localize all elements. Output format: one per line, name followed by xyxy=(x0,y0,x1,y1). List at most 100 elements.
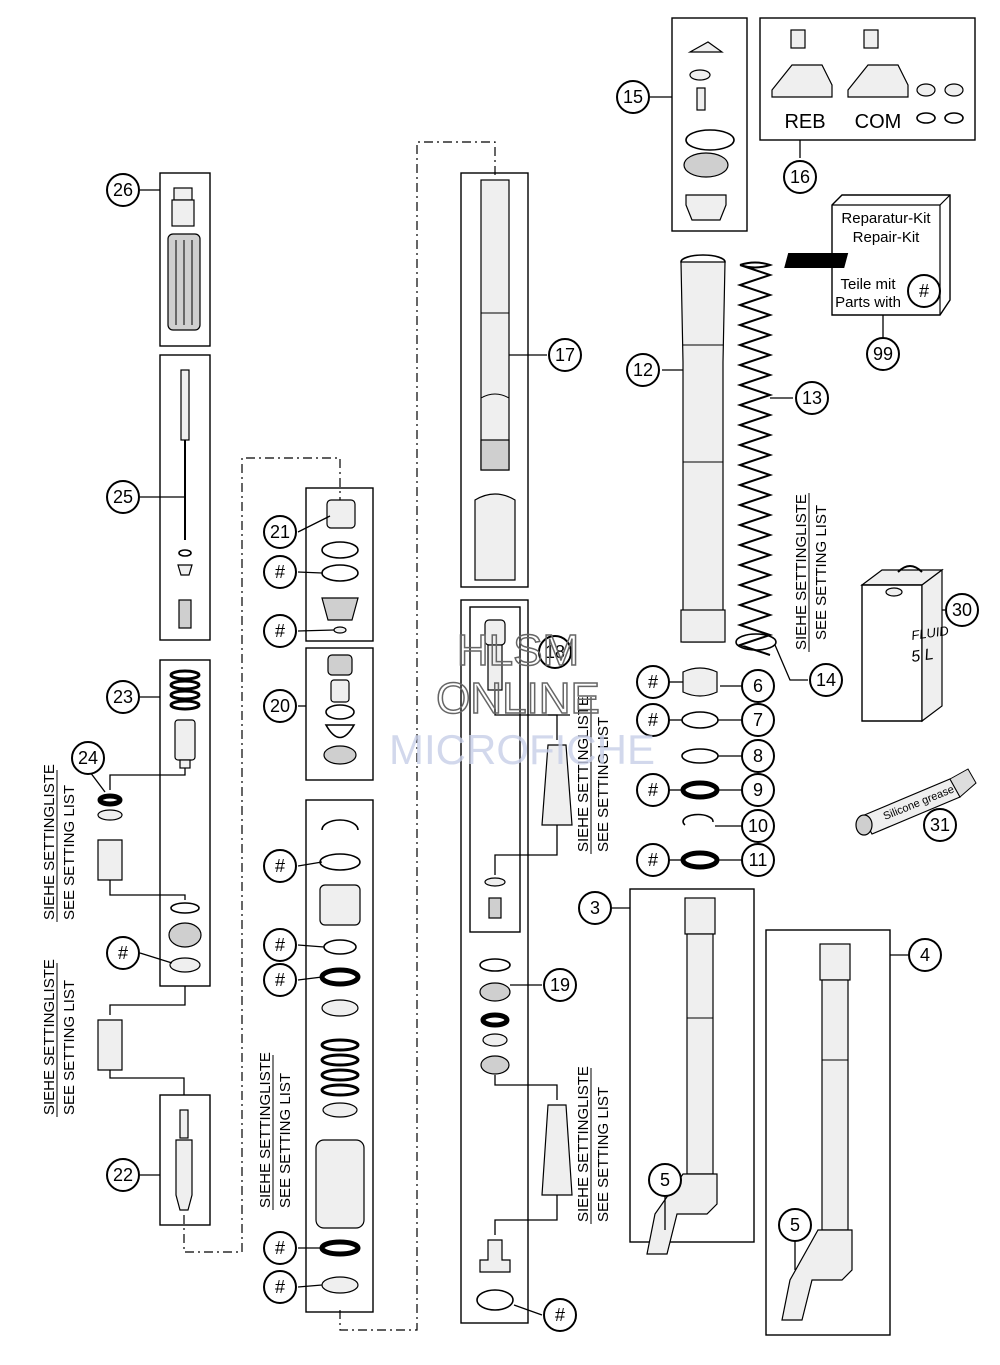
part-4-group xyxy=(765,929,908,1336)
part-13-spring xyxy=(736,261,793,656)
svg-text:30: 30 xyxy=(952,600,972,620)
svg-text:25: 25 xyxy=(113,487,133,507)
svg-text:#: # xyxy=(275,935,285,955)
part-24-group xyxy=(89,768,186,900)
svg-text:6: 6 xyxy=(753,676,763,696)
svg-text:16: 16 xyxy=(790,167,810,187)
callout-22[interactable]: 22 xyxy=(106,1158,140,1192)
callout-11[interactable]: 11 xyxy=(741,843,775,877)
callout-26[interactable]: 26 xyxy=(106,173,140,207)
callout-13[interactable]: 13 xyxy=(795,381,829,415)
callout-21[interactable]: 21 xyxy=(263,515,297,549)
svg-text:10: 10 xyxy=(748,816,768,836)
callout-15[interactable]: 15 xyxy=(616,80,650,114)
callout-hash-23[interactable]: # xyxy=(106,936,140,970)
kit-line-4: Parts with xyxy=(835,294,901,311)
ktm-logo: KTM xyxy=(872,253,901,268)
callout-hash-11[interactable]: # xyxy=(636,843,670,877)
part-21-group xyxy=(297,487,374,642)
svg-text:11: 11 xyxy=(749,850,768,870)
setting-list-label-24: SIEHE SETTINGLISTE SEE SETTING LIST xyxy=(41,764,78,922)
watermark: HLSM ONLINE MICROFICHE xyxy=(389,625,655,773)
callout-10[interactable]: 10 xyxy=(741,809,775,843)
callout-5a[interactable]: 5 xyxy=(648,1163,682,1197)
kit-line-2: Repair-Kit xyxy=(853,229,921,246)
svg-text:#: # xyxy=(275,856,285,876)
part-16-group: REB COM xyxy=(759,17,976,158)
callout-hash-damper-5[interactable]: # xyxy=(263,1270,297,1304)
callout-20[interactable]: 20 xyxy=(263,689,297,723)
bushing-parts-6-11 xyxy=(668,667,742,870)
callout-3[interactable]: 3 xyxy=(578,891,612,925)
setting-label-de: SIEHE SETTINGLISTE xyxy=(257,1052,274,1208)
callout-9[interactable]: 9 xyxy=(741,773,775,807)
callout-hash-damper-1[interactable]: # xyxy=(263,849,297,883)
callout-25[interactable]: 25 xyxy=(106,480,140,514)
svg-text:15: 15 xyxy=(623,87,643,107)
svg-text:#: # xyxy=(275,970,285,990)
svg-text:17: 17 xyxy=(555,345,575,365)
svg-text:#: # xyxy=(275,1238,285,1258)
part-22-group xyxy=(140,1094,211,1226)
svg-text:#: # xyxy=(648,780,658,800)
callout-19[interactable]: 19 xyxy=(543,968,577,1002)
watermark-line-1: HLSM xyxy=(457,626,579,675)
callout-14[interactable]: 14 xyxy=(809,663,843,697)
svg-text:8: 8 xyxy=(753,746,763,766)
svg-text:#: # xyxy=(275,1277,285,1297)
svg-text:9: 9 xyxy=(753,780,763,800)
callout-hash-kit[interactable]: # xyxy=(907,274,941,308)
callout-8[interactable]: 8 xyxy=(741,739,775,773)
callout-7[interactable]: 7 xyxy=(741,703,775,737)
reb-label: REB xyxy=(784,111,825,133)
callout-hash-9[interactable]: # xyxy=(636,773,670,807)
callout-17[interactable]: 17 xyxy=(548,338,582,372)
callout-5b[interactable]: 5 xyxy=(778,1208,812,1242)
callout-hash-21b[interactable]: # xyxy=(263,614,297,648)
callout-hash-damper-3[interactable]: # xyxy=(263,963,297,997)
com-label: COM xyxy=(855,111,902,133)
callout-4[interactable]: 4 xyxy=(908,938,942,972)
callout-23[interactable]: 23 xyxy=(106,680,140,714)
part-26-group xyxy=(140,172,211,347)
setting-list-label-18: SIEHE SETTINGLISTE SEE SETTING LIST xyxy=(575,696,612,854)
part-20-group xyxy=(298,647,374,781)
setting-label-de: SIEHE SETTINGLISTE xyxy=(575,696,592,852)
callout-99[interactable]: 99 xyxy=(866,337,900,371)
callout-12[interactable]: 12 xyxy=(626,353,660,387)
svg-text:99: 99 xyxy=(873,344,893,364)
svg-text:24: 24 xyxy=(78,748,98,768)
callout-6[interactable]: 6 xyxy=(741,669,775,703)
svg-text:13: 13 xyxy=(802,388,822,408)
damper-cartridge-group xyxy=(297,799,374,1313)
setting-label-en: SEE SETTING LIST xyxy=(61,785,78,920)
callout-hash-6[interactable]: # xyxy=(636,665,670,699)
svg-text:#: # xyxy=(275,621,285,641)
svg-text:22: 22 xyxy=(113,1165,133,1185)
callout-24[interactable]: 24 xyxy=(71,741,105,775)
oil-can-word2: 5 L xyxy=(910,646,934,666)
callout-hash-7[interactable]: # xyxy=(636,703,670,737)
svg-text:#: # xyxy=(648,710,658,730)
callout-30[interactable]: 30 xyxy=(945,593,979,627)
setting-label-de: SIEHE SETTINGLISTE xyxy=(41,764,58,920)
callout-hash-damper-2[interactable]: # xyxy=(263,928,297,962)
part-18-group xyxy=(460,599,573,1324)
svg-text:14: 14 xyxy=(816,670,836,690)
part-25-group xyxy=(140,354,211,641)
callout-hash-21a[interactable]: # xyxy=(263,555,297,589)
part-24-lower-group xyxy=(97,986,186,1095)
part-23-group xyxy=(140,659,211,987)
callout-31[interactable]: 31 xyxy=(923,808,957,842)
svg-text:31: 31 xyxy=(930,815,950,835)
callout-16[interactable]: 16 xyxy=(783,160,817,194)
setting-list-label-22: SIEHE SETTINGLISTE SEE SETTING LIST xyxy=(41,959,78,1117)
callout-hash-damper-4[interactable]: # xyxy=(263,1231,297,1265)
setting-list-label-19: SIEHE SETTINGLISTE SEE SETTING LIST xyxy=(575,1066,612,1224)
svg-text:#: # xyxy=(648,672,658,692)
callout-hash-19[interactable]: # xyxy=(543,1298,577,1332)
setting-label-en: SEE SETTING LIST xyxy=(595,717,612,852)
svg-text:19: 19 xyxy=(550,975,570,995)
callout-18[interactable]: 18 xyxy=(538,635,572,669)
